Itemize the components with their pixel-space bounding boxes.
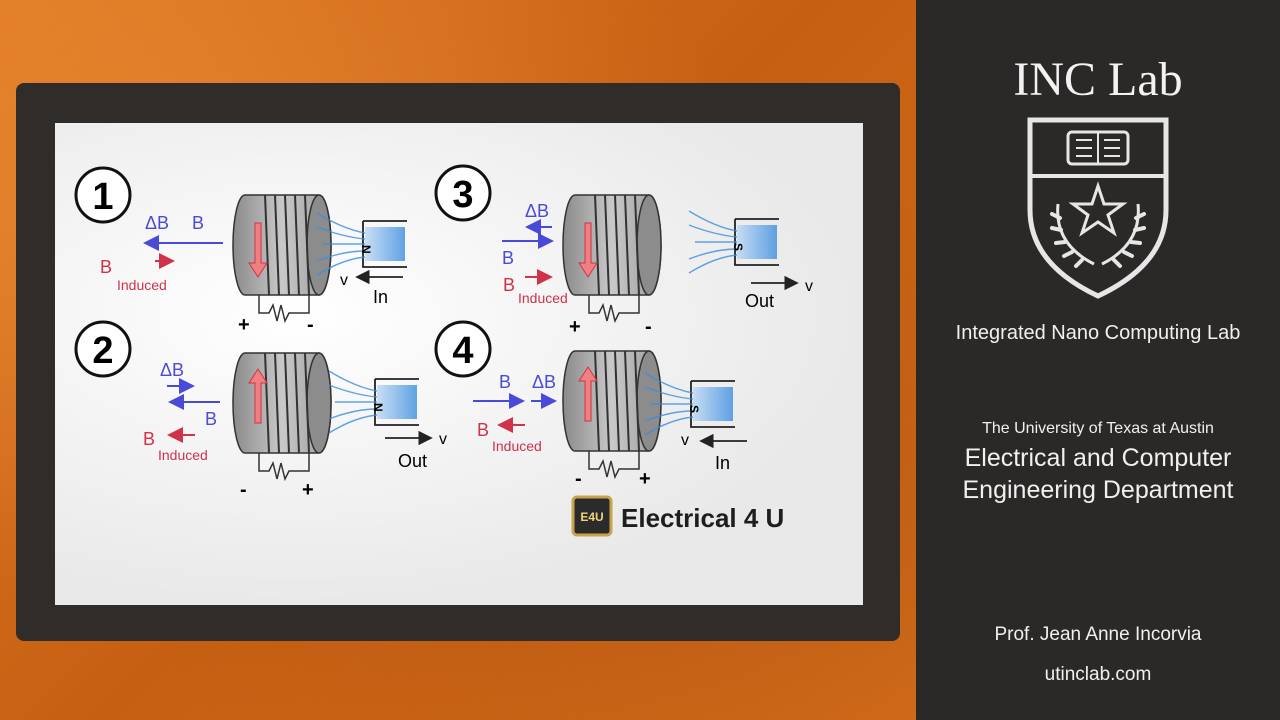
panel-2: 2 ΔB B B Induced N v Out - + (74, 320, 447, 501)
v-label: v (805, 278, 813, 295)
b-label: B (499, 372, 511, 392)
v-label: v (439, 431, 447, 448)
pole-label: N (359, 245, 373, 254)
motion-label: Out (745, 291, 774, 311)
induced-label: Induced (117, 277, 167, 293)
b-label: B (192, 213, 204, 233)
department-line-1: Electrical and Computer (964, 444, 1232, 472)
motion-label: Out (398, 451, 427, 471)
left-sign: - (240, 479, 247, 501)
left-sign: + (238, 314, 250, 336)
b-induced-label: B (477, 420, 489, 440)
induced-label: Induced (492, 438, 542, 454)
delta-b-label: ΔB (532, 372, 556, 392)
pole-label: N (371, 403, 385, 412)
panel-4: 4 B ΔB B Induced S v In - + (434, 320, 747, 490)
panel-number: 3 (452, 174, 473, 216)
lab-title: INC Lab (1013, 53, 1183, 106)
lab-full-name: Integrated Nano Computing Lab (955, 322, 1241, 344)
pole-label: S (731, 243, 745, 251)
department-line-2: Engineering Department (962, 476, 1234, 504)
right-sign: + (302, 479, 314, 501)
b-induced-label: B (143, 429, 155, 449)
university-name: The University of Texas at Austin (982, 420, 1214, 437)
right-sign: - (307, 314, 314, 336)
pole-label: S (687, 405, 701, 413)
b-induced-label: B (100, 257, 112, 277)
motion-label: In (715, 453, 730, 473)
b-label: B (502, 248, 514, 268)
b-induced-label: B (503, 275, 515, 295)
v-label: v (340, 272, 348, 289)
panel-number: 4 (452, 330, 473, 372)
department-name: Electrical and Computer Engineering Depa… (916, 442, 1280, 506)
panel-1: 1 ΔB B B Induced N v In + - (74, 166, 408, 336)
panel-3: 3 ΔB B B Induced S v Out + - (434, 164, 813, 338)
panel-number: 2 (92, 330, 113, 372)
panel-number: 1 (92, 176, 113, 218)
right-sign: + (639, 468, 651, 490)
delta-b-label: ΔB (160, 360, 184, 380)
motion-label: In (373, 287, 388, 307)
left-sign: + (569, 316, 581, 338)
b-label: B (205, 409, 217, 429)
e4u-badge: E4U (580, 510, 603, 524)
delta-b-label: ΔB (525, 201, 549, 221)
sidebar: INC Lab Integrated Nano Computing Lab Th… (916, 0, 1280, 720)
induced-label: Induced (158, 447, 208, 463)
ut-shield-icon (1027, 117, 1169, 299)
diagram-canvas: 1 ΔB B B Induced N v In + - 2 ΔB B B (74, 164, 813, 537)
faraday-diagram: 1 ΔB B B Induced N v In + - 2 ΔB B B (55, 123, 863, 605)
left-sign: - (575, 468, 582, 490)
professor-name: Prof. Jean Anne Incorvia (994, 624, 1202, 645)
delta-b-label: ΔB (145, 213, 169, 233)
electrical4u-watermark: E4U Electrical 4 U (571, 495, 784, 537)
v-label: v (681, 432, 689, 449)
website-link[interactable]: utinclab.com (1044, 664, 1152, 685)
watermark-text: Electrical 4 U (621, 503, 784, 533)
right-sign: - (645, 316, 652, 338)
induced-label: Induced (518, 290, 568, 306)
